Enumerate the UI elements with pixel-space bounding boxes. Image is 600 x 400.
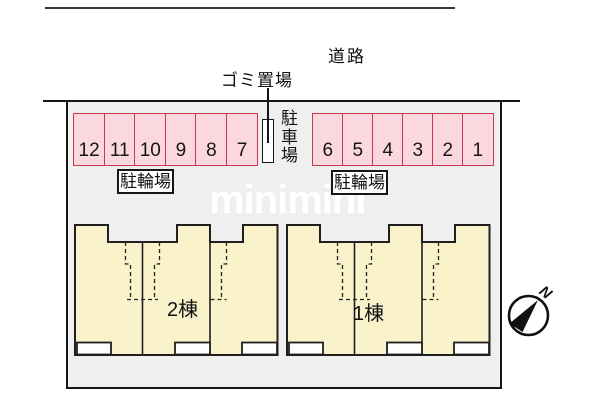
garbage-area-label: ゴミ置場 xyxy=(221,71,293,90)
building-1-porches xyxy=(288,341,490,356)
road-label: 道路 xyxy=(328,47,366,66)
parking-stall: 2 xyxy=(432,113,464,166)
building-2-outline xyxy=(74,224,279,356)
parking-stall-row-right: 6 5 4 3 2 1 xyxy=(312,113,494,166)
parking-stall: 4 xyxy=(372,113,404,166)
parking-lot-label: 駐車場 xyxy=(281,109,298,165)
building-1-outline xyxy=(286,224,491,356)
building-2-label: 2棟 xyxy=(167,299,199,321)
bicycle-parking-label-right: 駐輪場 xyxy=(331,170,388,195)
parking-stall: 11 xyxy=(103,113,136,166)
road-upper-edge-line xyxy=(45,7,455,10)
building-2 xyxy=(74,224,279,356)
parking-stall: 12 xyxy=(73,113,106,166)
parking-stall: 5 xyxy=(342,113,374,166)
parking-stall-row-left: 12 11 10 9 8 7 xyxy=(73,113,259,166)
bicycle-parking-label-left: 駐輪場 xyxy=(117,169,174,194)
parking-stall: 7 xyxy=(225,113,259,166)
parking-stall: 1 xyxy=(462,113,494,166)
parking-stall: 8 xyxy=(195,113,228,166)
building-1-entry-dashed-lines xyxy=(336,242,440,301)
road-lower-edge-line xyxy=(43,100,520,102)
parking-stall: 10 xyxy=(134,113,167,166)
building-1-label: 1棟 xyxy=(353,303,385,325)
building-1 xyxy=(286,224,491,356)
compass: N xyxy=(507,283,556,337)
garbage-leader-line xyxy=(267,88,269,143)
building-2-entry-dashed-lines xyxy=(124,242,228,301)
compass-needle xyxy=(509,300,538,332)
building-2-porches xyxy=(76,341,278,356)
parking-stall: 6 xyxy=(312,113,344,166)
